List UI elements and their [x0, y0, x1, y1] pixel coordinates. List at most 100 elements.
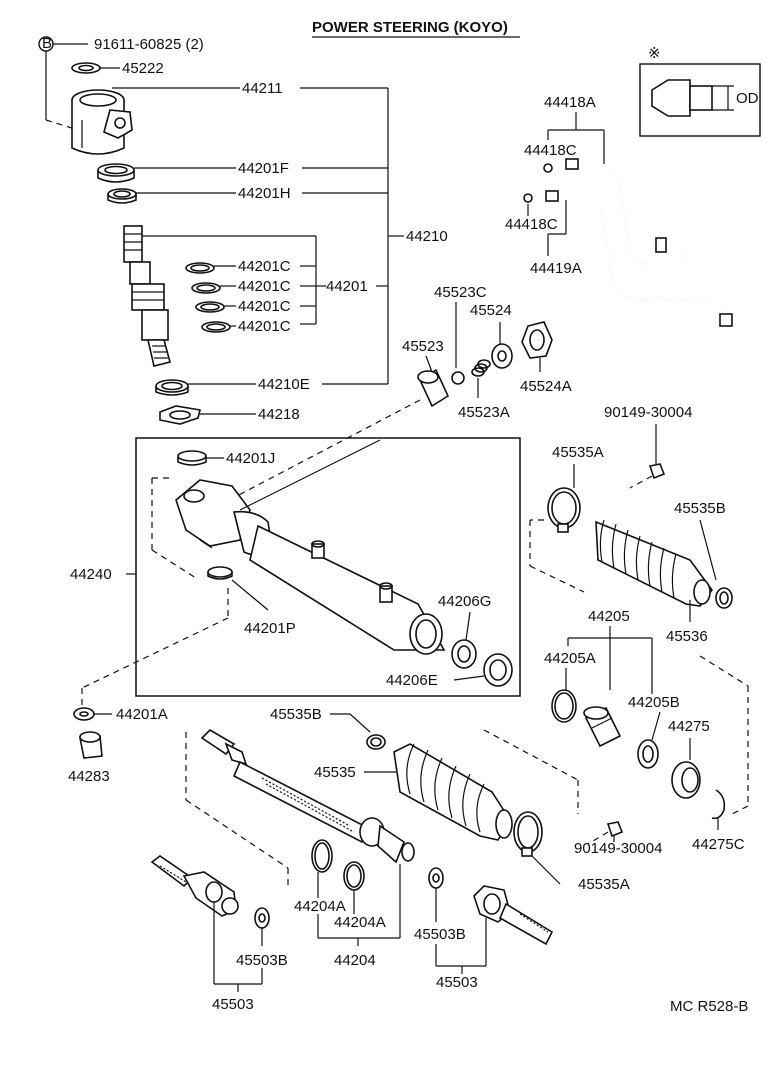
part-90149-bolt-bot [587, 821, 624, 845]
part-44201H-bearing [107, 188, 137, 204]
rack-housing-frame-44240 [135, 437, 521, 697]
label-44201C-4: 44201C [238, 318, 291, 335]
label-44275: 44275 [668, 718, 710, 735]
label-44201C-3: 44201C [238, 298, 291, 315]
part-44275C-snap-ring [711, 789, 726, 820]
label-45222: 45222 [122, 60, 164, 77]
label-44201C-2: 44201C [238, 278, 291, 295]
inset-od-label: OD [736, 90, 759, 107]
label-45535B-top: 45535B [674, 500, 726, 517]
label-44201A: 44201A [116, 706, 168, 723]
label-45523A: 45523A [458, 404, 510, 421]
part-44211-pinion-housing [71, 89, 133, 155]
label-44210E: 44210E [258, 376, 310, 393]
label-44206E: 44206E [386, 672, 438, 689]
part-44201P-bushing [207, 566, 233, 580]
label-44205: 44205 [588, 608, 630, 625]
part-45222-seal [71, 62, 101, 74]
label-44240: 44240 [70, 566, 112, 583]
part-rack-bar [200, 728, 415, 864]
label-90149-30004-bot: 90149-30004 [574, 840, 662, 857]
part-44205B-seal [637, 739, 659, 769]
label-45503B-1: 45503B [236, 952, 288, 969]
part-44206E-bushing [483, 653, 513, 687]
part-44283-plug [79, 731, 103, 759]
part-44204A-ring-2 [343, 861, 365, 891]
label-44206G: 44206G [438, 593, 491, 610]
label-45523C: 45523C [434, 284, 487, 301]
inset-mark: ※ [648, 45, 661, 62]
label-44201H: 44201H [238, 185, 291, 202]
label-44205B: 44205B [628, 694, 680, 711]
label-44283: 44283 [68, 768, 110, 785]
bolt-symbol: B [38, 35, 88, 52]
label-45535B-mid: 45535B [270, 706, 322, 723]
part-44201A-seal [73, 707, 95, 721]
label-44201J: 44201J [226, 450, 275, 467]
seal-rings-44201C [185, 262, 231, 333]
label-45535A-bot: 45535A [578, 876, 630, 893]
part-90149-bolt-top [629, 463, 666, 489]
label-44201: 44201 [326, 278, 368, 295]
label-45536: 45536 [666, 628, 708, 645]
label-45503B-2: 45503B [414, 926, 466, 943]
part-44418C-ring-2 [523, 193, 533, 203]
part-45535-boot [393, 743, 513, 841]
part-44275-bushing [671, 761, 701, 799]
part-44201F-bearing [97, 163, 135, 183]
label-44204: 44204 [334, 952, 376, 969]
inset-od-detail: ※ OD [639, 45, 761, 137]
part-45535B-clamp-top [715, 587, 733, 609]
label-45535A-top: 45535A [552, 444, 604, 461]
label-44218: 44218 [258, 406, 300, 423]
part-44418A-pressure-tube [565, 158, 687, 265]
label-91611-60825: 91611-60825 (2) [94, 36, 204, 53]
label-44211: 44211 [242, 80, 283, 97]
label-44201C-1: 44201C [238, 258, 291, 275]
fitting-nut-body [651, 79, 691, 117]
label-44275C: 44275C [692, 836, 745, 853]
part-45535A-clamp-bot [513, 811, 543, 857]
part-45535B-clamp-mid [366, 734, 386, 750]
inset-frame [639, 63, 761, 137]
part-44418C-ring-1 [543, 163, 553, 173]
part-44206G-seal [451, 639, 477, 669]
label-44418C-1: 44418C [524, 142, 577, 159]
part-44419A-pressure-tube [545, 190, 733, 327]
part-45523A-spring [471, 359, 491, 377]
part-45524A-locknut [521, 321, 553, 359]
part-45536-boot [595, 519, 713, 607]
part-44205A-oring [551, 689, 577, 723]
label-44418A: 44418A [544, 94, 596, 111]
label-44204A-1: 44204A [294, 898, 346, 915]
part-45523C-cap [451, 371, 465, 385]
part-45503-tie-rod-right [473, 885, 554, 946]
part-44201J-bushing [177, 450, 207, 466]
svg-text:B: B [42, 35, 52, 52]
label-44418C-2: 44418C [505, 216, 558, 233]
part-pinion-shaft [123, 225, 171, 367]
part-44240-rack-housing [175, 479, 446, 655]
part-45535A-clamp-top [547, 487, 581, 533]
part-44218-gasket [159, 405, 201, 425]
part-45524-screw [491, 343, 513, 369]
part-45523-rack-guide [417, 368, 450, 408]
part-44205-piston [583, 706, 622, 748]
label-90149-30004-top: 90149-30004 [604, 404, 692, 421]
label-44201F: 44201F [238, 160, 289, 177]
fitting-shank [689, 85, 713, 111]
part-45503-tie-rod-left [150, 855, 239, 917]
label-45524A: 45524A [520, 378, 572, 395]
label-44210: 44210 [406, 228, 448, 245]
part-44204A-ring-1 [311, 839, 333, 873]
label-45524: 45524 [470, 302, 512, 319]
label-44201P: 44201P [244, 620, 296, 637]
label-44419A: 44419A [530, 260, 582, 277]
label-45503-1: 45503 [212, 996, 254, 1013]
label-44204A-2: 44204A [334, 914, 386, 931]
label-45523: 45523 [402, 338, 444, 355]
part-45503B-washer-right [428, 867, 444, 889]
label-45535: 45535 [314, 764, 356, 781]
